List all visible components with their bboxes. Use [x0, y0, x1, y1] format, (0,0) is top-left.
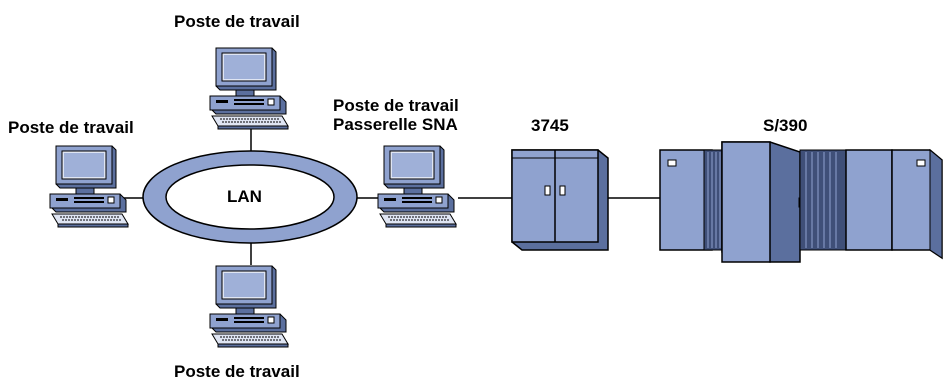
lan-ring-icon: [142, 150, 358, 244]
label-gateway-line2: Passerelle SNA: [333, 115, 458, 134]
label-s390: S/390: [763, 116, 808, 135]
label-workstation-left: Poste de travail: [8, 118, 134, 137]
communication-controller-3745-icon: [511, 149, 609, 251]
label-lan: LAN: [227, 187, 262, 206]
label-workstation-bottom: Poste de travail: [174, 362, 300, 381]
label-gateway-line1: Poste de travail: [333, 96, 459, 115]
workstation-top-icon: [209, 47, 289, 130]
workstation-left-icon: [49, 145, 129, 228]
workstation-gateway-icon: [377, 145, 457, 228]
s390-mainframe-icon: [659, 141, 943, 263]
label-3745: 3745: [531, 116, 569, 135]
label-workstation-top: Poste de travail: [174, 12, 300, 31]
workstation-bottom-icon: [209, 265, 289, 348]
